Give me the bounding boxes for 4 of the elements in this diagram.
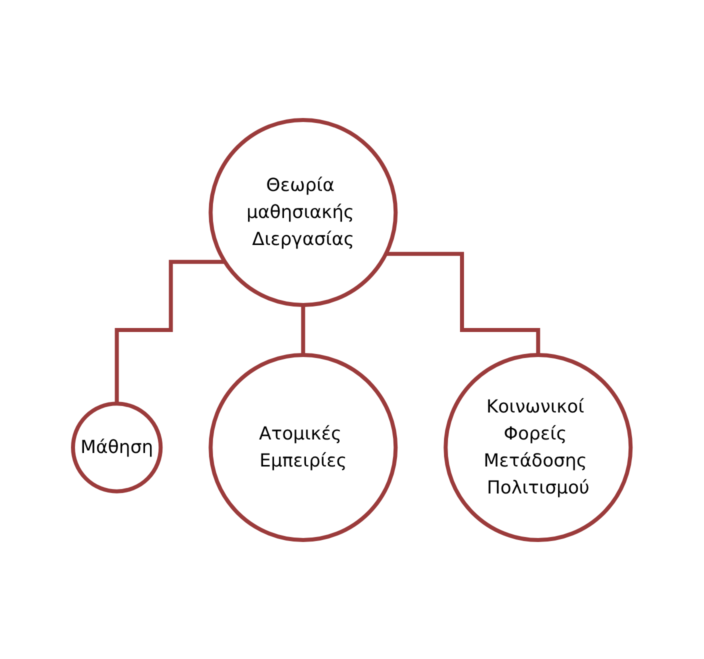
- node-circle: Μάθηση: [71, 401, 163, 493]
- node-circle: Ατομικές Εμπειρίες: [208, 352, 398, 542]
- node-circle: Θεωρία μαθησιακής Διεργασίας: [208, 118, 398, 306]
- node-circle: Κοινωνικοί Φορείς Μετάδοσης Πολιτισμού: [444, 352, 633, 542]
